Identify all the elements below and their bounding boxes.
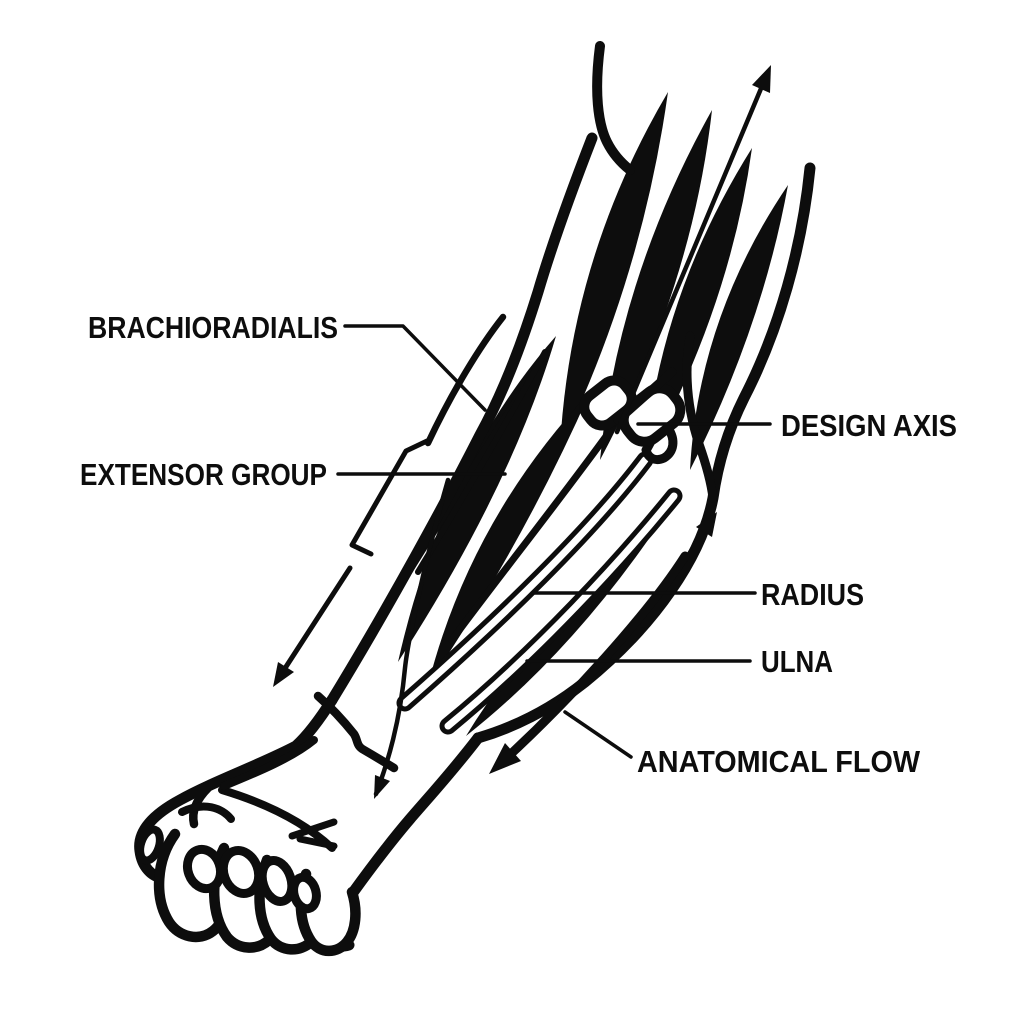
arm-outline-left [326,132,598,706]
ulna-bone-core [444,492,678,730]
label-radius: RADIUS [761,577,864,612]
guide-arc [424,313,507,447]
upper-arm-muscle-shapes [560,92,788,470]
extensor-flow-arrowhead-icon [273,662,294,687]
radial-head-hook [641,423,678,465]
biceps-belly-2 [600,110,712,460]
radius-bone-core [401,456,649,707]
biceps-belly-3 [645,148,752,462]
up-flow-arrowhead-icon [696,512,717,537]
flow-arrow-large-head-icon [489,743,521,774]
label-ulna: ULNA [761,644,833,679]
label-anatomical-flow: ANATOMICAL FLOW [637,744,921,779]
muscle-fiber-line-3 [415,349,548,575]
palm-chevron-bottom [296,835,338,850]
knuckle-1 [182,844,226,894]
elbow-bones [396,367,686,735]
brachioradialis-muscle-shape [398,336,556,662]
hand-shape [134,691,484,957]
label-extensor-group: EXTENSOR GROUP [80,457,327,492]
biceps-belly-4 [690,185,788,470]
palm-crease-3 [178,802,235,823]
biceps-belly-1 [560,92,668,448]
leader-brachioradialis [343,324,487,412]
thumb-nail [136,825,164,865]
design-axis-arrowhead-icon [752,65,771,93]
measure-bracket [349,438,430,557]
labels: BRACHIORADIALIS EXTENSOR GROUP DESIGN AX… [80,310,957,779]
design-axis-arrow-icon [614,76,768,435]
elbow-capsule-line [682,331,718,503]
wrist-crease-line [313,691,399,773]
knuckle-3 [257,856,297,906]
wrist-flow-arrowhead-icon [374,775,390,799]
palm-crease-2 [220,736,318,790]
palm-chevron-top [288,818,338,840]
palm-crease-1 [218,786,336,852]
annotations [273,65,772,799]
label-brachioradialis: BRACHIORADIALIS [88,310,338,345]
muscle-fiber-line-1 [448,424,616,644]
shoulder-tendon-curve [592,41,635,175]
label-design-axis: DESIGN AXIS [781,408,957,443]
knuckle-4 [289,872,321,914]
knuckle-2 [218,846,264,898]
flow-arrow-large-icon [495,551,690,769]
extensor-flow-arrow-icon [277,565,353,679]
extensor-muscle-shape [428,392,590,685]
leader-anatomical-flow [563,710,633,759]
wrist-flow-arrow-icon [373,477,451,797]
